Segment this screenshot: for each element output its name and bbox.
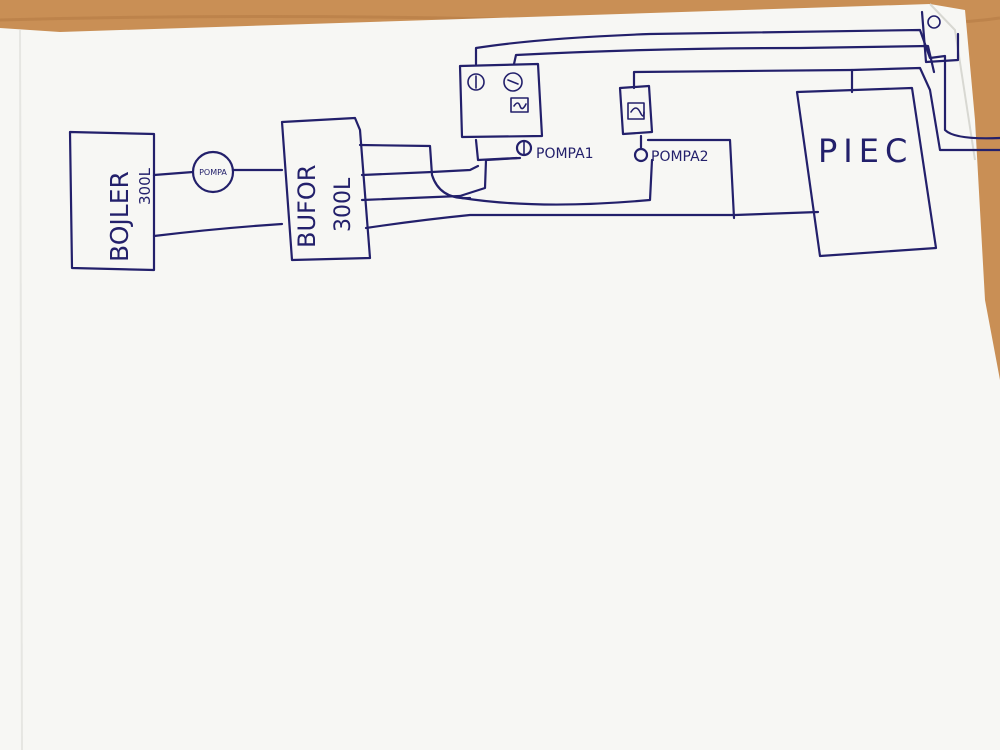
boiler-capacity-label: 300L (136, 167, 154, 205)
wire-end-icon (927, 15, 941, 29)
buffer-capacity-label: 300L (331, 177, 356, 232)
pump-1-label: POMPA1 (536, 146, 594, 162)
controller-dial-icon (467, 73, 485, 91)
pipe-boiler-top (152, 170, 195, 177)
wire-top-3 (632, 66, 1000, 152)
buffer-label: BUFOR (293, 165, 321, 248)
pipe-boiler-return (152, 222, 284, 238)
pipe-controller-pump1 (474, 138, 519, 162)
boiler-pump-icon (191, 150, 235, 194)
wire-top-1 (474, 28, 1000, 140)
wire-top-2 (512, 44, 936, 74)
thermostat-display-icon (627, 102, 645, 120)
paper-sheet (0, 4, 1000, 750)
furnace-label: PIEC (818, 132, 913, 170)
furnace: PIEC (795, 86, 938, 258)
pipe-buffer-return (364, 210, 820, 230)
boiler-tank: BOJLER 300L (68, 130, 156, 272)
pipe-pump2-furnace (646, 138, 736, 220)
boiler-pump: POMPA (191, 150, 235, 194)
controller-dial-icon-2 (503, 72, 523, 92)
pump-2-label: POMPA2 (651, 149, 709, 165)
controller-box (458, 62, 544, 139)
boiler-label: BOJLER (105, 171, 134, 262)
controller-display-icon (510, 97, 529, 113)
buffer-tank: BUFOR 300L (280, 116, 372, 262)
pipe-buffer-mid (360, 164, 480, 177)
pipe-pump2-loop (460, 158, 654, 206)
wire-corner (920, 10, 960, 64)
thermostat-box (618, 84, 654, 136)
boiler-pump-label: POMPA (199, 168, 227, 177)
pump-1: POMPA1 (515, 139, 594, 162)
